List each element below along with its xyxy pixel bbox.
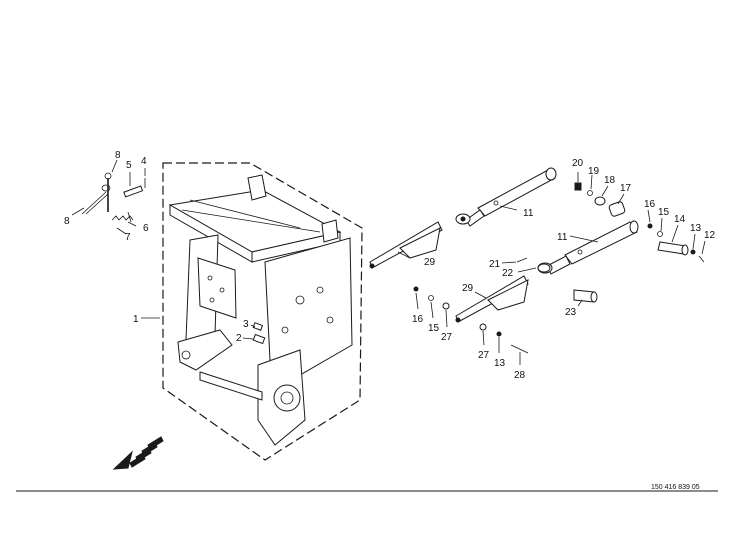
- nut-13-lower: [496, 331, 502, 337]
- callout-labels: 1 2 3 4 5 6 7 8 8 11 11 12 13 13 14 15 1…: [64, 150, 716, 381]
- link-29-left: [369, 221, 443, 269]
- hydraulic-cylinder-upper: [455, 167, 557, 227]
- bolt-21: [516, 257, 528, 263]
- linch-pin-8: [81, 184, 111, 215]
- washer-27-lower: [479, 323, 487, 331]
- hydraulic-cylinder-lower: [537, 220, 639, 275]
- document-number: 150 416 839 05: [651, 484, 700, 491]
- callout-29-left: 29: [424, 257, 436, 268]
- washer-19: [587, 190, 593, 196]
- callout-4: 4: [141, 156, 147, 167]
- callout-11-upper: 11: [523, 208, 534, 219]
- bushing-17: [608, 201, 626, 217]
- spring-7: [111, 215, 134, 221]
- pin-14: [657, 241, 689, 256]
- callout-13-right: 13: [690, 223, 702, 234]
- bolt-5: [123, 185, 144, 198]
- callout-28: 28: [514, 370, 526, 381]
- pin-23: [573, 289, 598, 303]
- nut-13-right: [690, 249, 696, 255]
- pin-12: [698, 255, 705, 263]
- washer-15-left: [428, 295, 434, 301]
- callout-11-lower: 11: [557, 232, 568, 243]
- bolt-20: [574, 182, 582, 191]
- assembly-dashed-outline: [162, 162, 363, 461]
- callout-6: 6: [143, 223, 149, 234]
- washer-16-right: [647, 223, 653, 229]
- callout-21: 21: [489, 259, 501, 270]
- callout-16-left: 16: [412, 314, 424, 325]
- callout-15-right: 15: [658, 207, 670, 218]
- callout-12: 12: [704, 230, 716, 241]
- callout-2: 2: [236, 333, 242, 344]
- callout-27-lower: 27: [478, 350, 490, 361]
- callout-3: 3: [243, 319, 249, 330]
- washer-15-right: [657, 231, 663, 237]
- callout-14: 14: [674, 214, 686, 225]
- cotter-pin-8-upper: [104, 172, 112, 212]
- callout-15-left: 15: [428, 323, 440, 334]
- callout-8-left: 8: [64, 216, 70, 227]
- pin-2: [252, 333, 266, 345]
- callout-5: 5: [126, 160, 132, 171]
- callout-19: 19: [588, 166, 600, 177]
- callout-22: 22: [502, 268, 514, 279]
- pin-6: [127, 211, 132, 223]
- callout-16-right: 16: [644, 199, 656, 210]
- callout-13-lower: 13: [494, 358, 506, 369]
- callout-17: 17: [620, 183, 632, 194]
- pin-28: [510, 344, 529, 354]
- link-29-right: [455, 275, 529, 323]
- callout-29-right: 29: [462, 283, 474, 294]
- leader-lines: [71, 159, 706, 365]
- callout-23: 23: [565, 307, 577, 318]
- frame-assembly: [162, 162, 363, 461]
- callout-8-top: 8: [115, 150, 121, 161]
- callout-18: 18: [604, 175, 616, 186]
- direction-arrow-icon: [112, 436, 164, 470]
- washer-18: [594, 196, 606, 206]
- callout-20: 20: [572, 158, 584, 169]
- callout-1: 1: [133, 314, 139, 325]
- pin-3: [252, 322, 264, 331]
- washer-16-left: [413, 286, 419, 292]
- callout-27-left: 27: [441, 332, 453, 343]
- washer-27-left: [442, 302, 450, 310]
- ring-22: [537, 263, 551, 273]
- callout-7: 7: [125, 232, 131, 243]
